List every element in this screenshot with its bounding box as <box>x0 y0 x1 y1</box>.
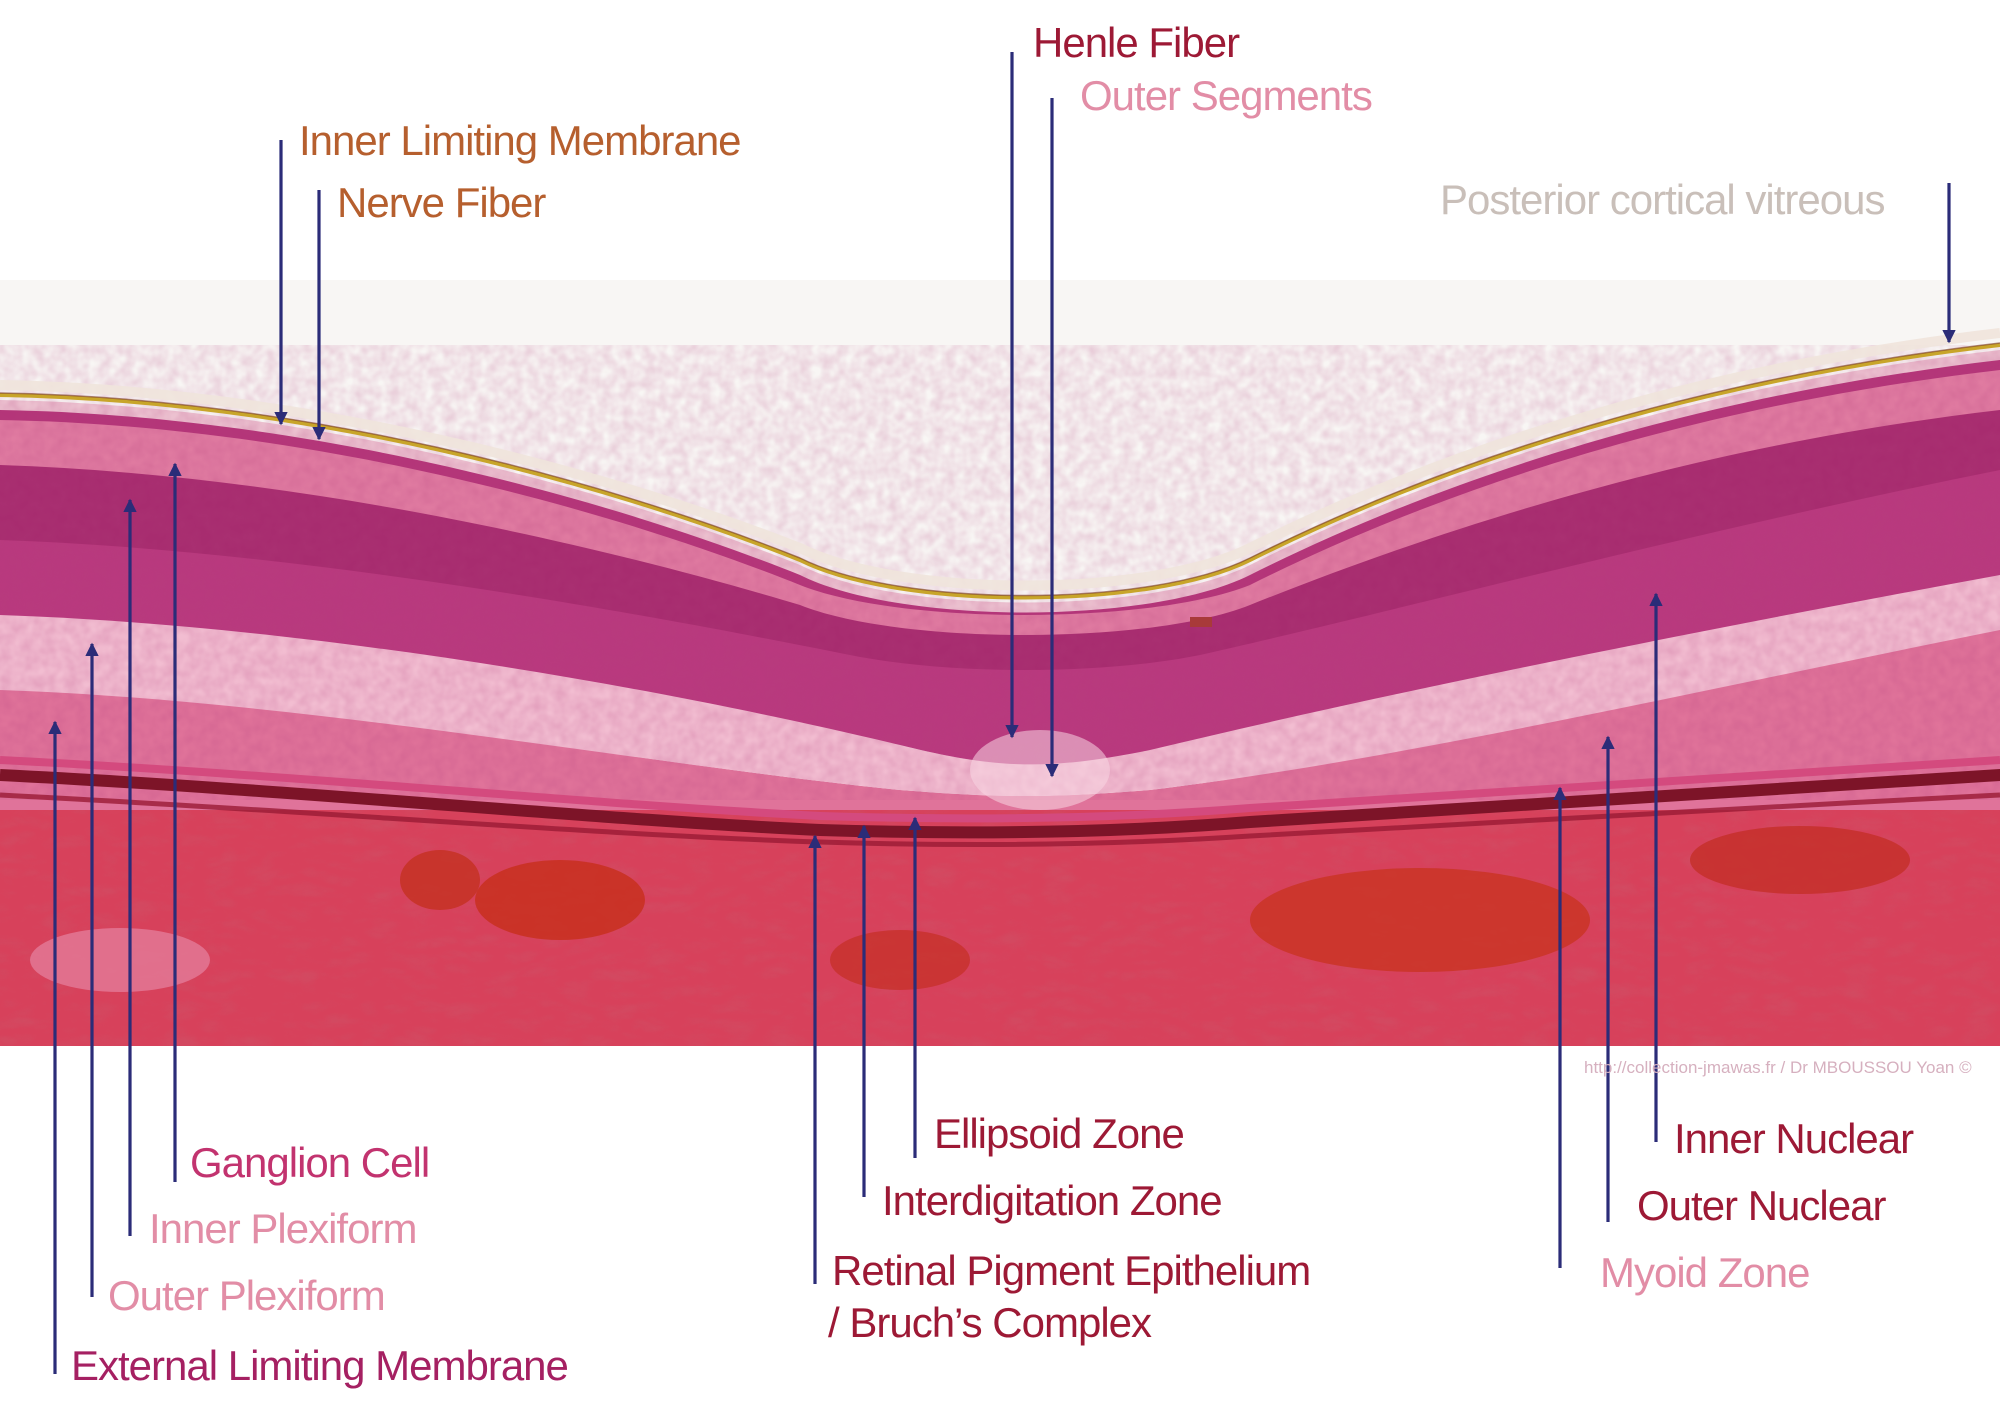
label-ganglion-cell: Ganglion Cell <box>190 1139 430 1186</box>
rpe-bruch-band <box>0 769 2000 839</box>
label-rpe-line2: / Bruch’s Complex <box>828 1299 1152 1346</box>
label-inner-plexiform: Inner Plexiform <box>149 1205 417 1252</box>
label-outer-nuclear: Outer Nuclear <box>1637 1182 1886 1229</box>
label-interdigitation-zone: Interdigitation Zone <box>882 1177 1223 1224</box>
label-inner-nuclear: Inner Nuclear <box>1674 1115 1914 1162</box>
label-nerve-fiber: Nerve Fiber <box>337 179 546 226</box>
ellipsoid-zone-band <box>0 756 2000 823</box>
label-outer-segments: Outer Segments <box>1080 72 1373 119</box>
label-henle-fiber: Henle Fiber <box>1033 19 1240 66</box>
label-outer-plexiform: Outer Plexiform <box>108 1272 386 1319</box>
pointer-arrows <box>48 52 1956 1374</box>
posterior-vitreous-band <box>0 328 2000 591</box>
label-posterior-cortical-vitreous: Posterior cortical vitreous <box>1440 176 1885 223</box>
label-inner-limiting-membrane: Inner Limiting Membrane <box>299 117 742 164</box>
inner-limiting-membrane-line <box>0 343 2000 600</box>
image-credit: http://collection-jmawas.fr / Dr MBOUSSO… <box>1584 1058 1972 1077</box>
label-myoid-zone: Myoid Zone <box>1600 1249 1810 1296</box>
label-rpe-line1: Retinal Pigment Epithelium <box>832 1247 1311 1294</box>
label-external-limiting-membrane: External Limiting Membrane <box>71 1342 569 1389</box>
label-ellipsoid-zone: Ellipsoid Zone <box>934 1110 1185 1157</box>
